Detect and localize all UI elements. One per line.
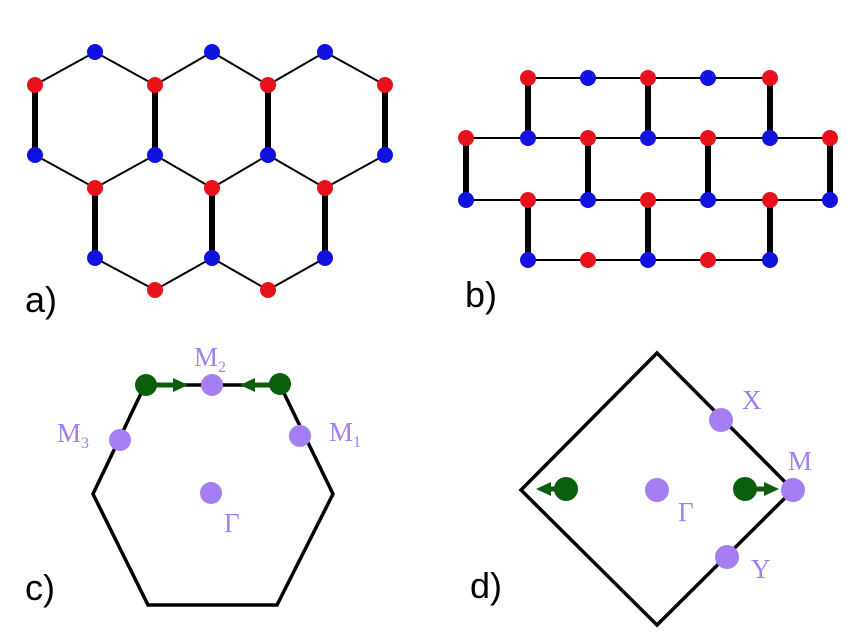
- panel-label-c: c): [25, 567, 55, 608]
- label-y: Y: [751, 554, 771, 584]
- kpoint-x: [709, 408, 733, 432]
- panel-b-red-sites: [458, 70, 838, 268]
- panel-b-thick-bonds: [463, 78, 833, 260]
- kpoint-gamma: [645, 478, 669, 502]
- site-a: [377, 77, 393, 93]
- arrow-head-right-icon: [764, 482, 779, 496]
- panel-a-honeycomb: a): [25, 44, 393, 320]
- label-gamma-d: Γ: [678, 497, 694, 527]
- site-a: [700, 130, 716, 146]
- site-a: [822, 130, 838, 146]
- panel-label-d: d): [470, 565, 502, 606]
- dirac-point: [269, 373, 291, 395]
- rhombus-bz-outline: [518, 350, 796, 628]
- site-a: [317, 180, 333, 196]
- site-a: [640, 70, 656, 86]
- site-a: [762, 70, 778, 86]
- kpoint-y: [715, 545, 739, 569]
- panel-c-hexagonal-bz: M2 M3 M1 Γ c): [25, 342, 361, 608]
- site-b: [700, 192, 716, 208]
- site-a: [87, 180, 103, 196]
- site-b: [640, 252, 656, 268]
- panel-label-b: b): [465, 274, 497, 315]
- site-a: [260, 282, 276, 298]
- panel-d-rhombic-bz: X M Y Γ d): [470, 350, 812, 628]
- site-b: [260, 147, 276, 163]
- panel-a-blue-sites: [27, 44, 393, 266]
- site-a: [640, 192, 656, 208]
- site-b: [520, 252, 536, 268]
- panel-b-blue-sites: [458, 70, 838, 268]
- site-a: [204, 180, 220, 196]
- label-m2: M2: [194, 342, 226, 376]
- site-a: [580, 252, 596, 268]
- label-m1: M1: [329, 417, 361, 451]
- site-b: [377, 147, 393, 163]
- arrow-head-right-icon: [173, 378, 188, 392]
- site-b: [580, 192, 596, 208]
- site-a: [762, 192, 778, 208]
- site-b: [580, 70, 596, 86]
- site-a: [520, 70, 536, 86]
- site-a: [580, 130, 596, 146]
- site-b: [520, 130, 536, 146]
- site-b: [317, 250, 333, 266]
- site-b: [147, 147, 163, 163]
- site-b: [762, 130, 778, 146]
- site-b: [204, 44, 220, 60]
- site-b: [87, 44, 103, 60]
- site-a: [458, 130, 474, 146]
- site-a: [700, 252, 716, 268]
- site-b: [458, 192, 474, 208]
- site-b: [317, 44, 333, 60]
- site-b: [87, 250, 103, 266]
- kpoint-m: [781, 478, 805, 502]
- kpoint-m1: [289, 425, 311, 447]
- panel-a-thick-bonds: [32, 85, 388, 258]
- kpoint-gamma: [200, 482, 222, 504]
- site-b: [204, 250, 220, 266]
- site-b: [700, 70, 716, 86]
- label-m: M: [788, 446, 812, 476]
- site-a: [27, 77, 43, 93]
- dirac-point: [554, 477, 578, 501]
- label-gamma-c: Γ: [224, 508, 240, 538]
- dirac-point: [135, 374, 157, 396]
- dirac-point: [733, 477, 757, 501]
- site-a: [147, 282, 163, 298]
- site-a: [260, 77, 276, 93]
- panel-a-red-sites: [27, 77, 393, 298]
- kpoint-m2: [201, 374, 223, 396]
- site-b: [762, 252, 778, 268]
- site-b: [27, 147, 43, 163]
- arrow-head-left-icon: [240, 378, 255, 392]
- panel-label-a: a): [25, 279, 57, 320]
- label-x: X: [742, 385, 762, 415]
- panel-b-brickwall: b): [458, 70, 838, 315]
- kpoint-m3: [109, 429, 131, 451]
- arrow-head-left-icon: [536, 482, 551, 496]
- site-a: [147, 77, 163, 93]
- site-a: [520, 192, 536, 208]
- site-b: [640, 130, 656, 146]
- site-b: [822, 192, 838, 208]
- label-m3: M3: [57, 418, 89, 452]
